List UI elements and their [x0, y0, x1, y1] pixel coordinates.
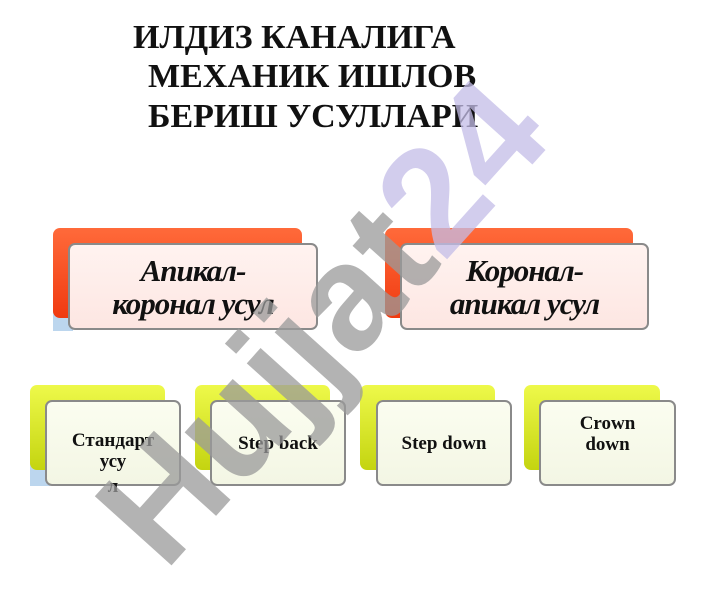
apical-coronal-line1: Апикал- — [140, 252, 247, 288]
step-down-label: Step down — [401, 432, 487, 454]
step-back-box: Step back — [210, 400, 346, 486]
apical-coronal-box: Апикал-коронал усул — [68, 243, 318, 330]
apical-coronal-line2: коронал усул — [112, 285, 275, 321]
title-line-2: МЕХАНИК ИШЛОВ — [148, 58, 477, 95]
standard-line3: л — [107, 475, 119, 497]
step-back-label: Step back — [238, 432, 318, 454]
standard-line2: усу — [99, 450, 127, 472]
coronal-apical-line1: Коронал- — [465, 252, 584, 288]
crown-down-line1: Crown — [579, 413, 636, 434]
step-down-box: Step down — [376, 400, 512, 486]
crown-down-line2: down — [585, 434, 630, 455]
title-line-1: ИЛДИЗ КАНАЛИГА — [133, 19, 456, 56]
standard-line1: Стандарт — [71, 429, 155, 451]
coronal-apical-line2: апикал усул — [449, 285, 600, 321]
coronal-apical-box: Коронал-апикал усул — [400, 243, 649, 330]
title-line-3: БЕРИШ УСУЛЛАРИ — [148, 98, 479, 135]
